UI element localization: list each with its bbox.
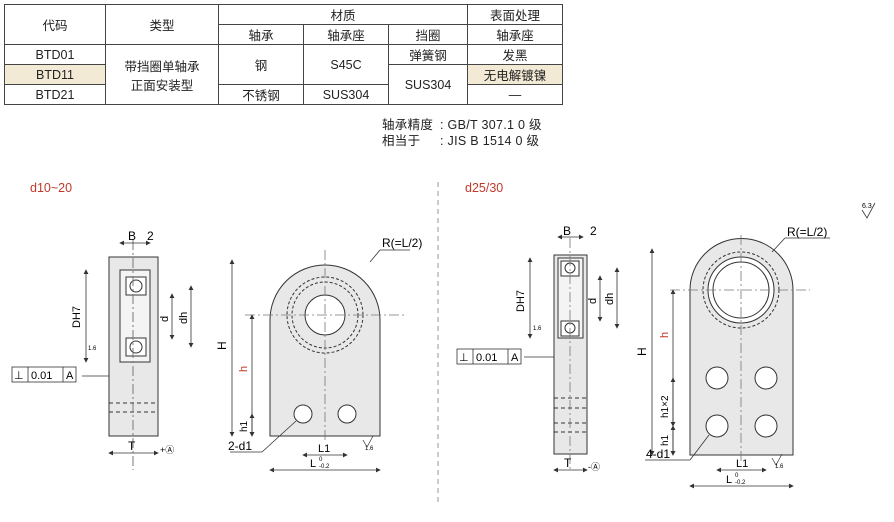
dim-h-left: h	[238, 366, 250, 372]
dim-dh-left: dh	[178, 312, 190, 324]
tol-L-lower-right: -0.2	[735, 480, 746, 486]
col-housing: 轴承座	[303, 24, 389, 45]
tol-L-lower-left: -0.2	[319, 464, 330, 470]
precision-note: 轴承精度 : GB/T 307.1 0 级	[382, 114, 542, 133]
precision-label: 轴承精度	[382, 118, 434, 132]
left-front-dims	[229, 249, 410, 473]
precision-value: : GB/T 307.1 0 级	[440, 118, 542, 132]
svg-text:1.6: 1.6	[775, 464, 784, 470]
col-retainer: 挡圈	[388, 24, 468, 45]
dim-H-right: H	[635, 347, 649, 356]
col-material: 材质	[218, 4, 468, 25]
tol-L-upper-right: 0	[735, 473, 739, 479]
dim-h1-right: h1	[660, 434, 671, 446]
type-cell: 带挡圈单轴承 正面安装型	[105, 44, 219, 105]
svg-text:A: A	[511, 352, 519, 364]
dim-T-right: T	[564, 456, 572, 470]
right-title: d25/30	[465, 181, 503, 195]
svg-text:A: A	[66, 370, 74, 382]
dim-dh-right: dh	[604, 293, 616, 305]
equiv-value: : JIS B 1514 0 级	[440, 134, 540, 148]
tol-L-upper-left: 0	[319, 457, 323, 463]
dim-h1x2-right: h1×2	[660, 395, 671, 418]
rough-16-right: 1.6	[533, 326, 542, 332]
right-front-view	[670, 235, 810, 462]
right-side-view	[553, 238, 588, 470]
code-cell: BTD21	[4, 84, 106, 105]
holes-left: 2-d1	[228, 439, 252, 453]
dim-DH7-right: DH7	[515, 290, 527, 312]
table-row: BTD21 不锈钢 SUS304 —	[4, 84, 563, 105]
left-front-view	[245, 250, 405, 440]
dim-2-right: 2	[590, 224, 597, 238]
surface-cell: —	[467, 84, 563, 105]
roughness-left-front: 1.6	[362, 435, 374, 452]
svg-text:6.3: 6.3	[862, 203, 872, 210]
svg-text:⊥: ⊥	[14, 370, 24, 382]
tolerance-frame-left: ⊥ 0.01 A	[11, 366, 77, 383]
col-code: 代码	[4, 4, 106, 45]
right-front-dims	[645, 237, 830, 489]
roughness-right-front: 1.6	[771, 453, 784, 470]
rough-16-left: 1.6	[88, 346, 97, 352]
dim-2-left: 2	[147, 229, 154, 243]
dim-d-right: d	[587, 298, 599, 304]
right-side-dims	[524, 234, 620, 473]
col-surface: 表面处理	[467, 4, 563, 25]
dim-H-left: H	[215, 341, 229, 350]
tolerance-frame-right: ⊥ 0.01 A	[456, 348, 522, 365]
left-side-view	[108, 240, 159, 470]
dim-L1-right: L1	[736, 458, 748, 470]
type-line-1: 带挡圈单轴承	[124, 59, 200, 74]
code-cell: BTD01	[4, 44, 106, 65]
datum-A-right: -Ⓐ	[588, 462, 600, 472]
retainer-cell: SUS304	[388, 64, 468, 105]
svg-text:0.01: 0.01	[31, 370, 52, 382]
dim-L-right: L	[726, 474, 732, 486]
left-side-dims	[82, 240, 194, 456]
col-bearing: 轴承	[218, 24, 304, 45]
bearing-cell: 不锈钢	[218, 84, 304, 105]
svg-text:1.6: 1.6	[365, 446, 374, 452]
holes-right: 4-d1	[646, 447, 670, 461]
table-row: BTD01 带挡圈单轴承 正面安装型 钢 S45C 弹簧钢 发黑	[4, 44, 563, 105]
type-line-2: 正面安装型	[130, 78, 194, 93]
left-title: d10~20	[30, 181, 72, 195]
housing-cell: SUS304	[303, 84, 389, 105]
dim-L1-left: L1	[318, 443, 330, 455]
housing-cell: S45C	[303, 44, 389, 85]
dim-d-left: d	[159, 316, 171, 322]
dim-DH7-left: DH7	[71, 306, 83, 328]
equiv-label: 相当于	[382, 134, 421, 148]
svg-text:0.01: 0.01	[476, 352, 497, 364]
equiv-note: 相当于 : JIS B 1514 0 级	[382, 130, 539, 149]
dim-B-left: B	[128, 229, 136, 243]
bearing-cell: 钢	[218, 44, 304, 85]
spec-table: 代码 类型 材质 表面处理 轴承 轴承座 挡圈 轴承座 BTD01 带挡圈单轴承…	[4, 4, 563, 105]
table-row: BTD11 SUS304 无电解镀镍	[4, 64, 563, 105]
dim-B-right: B	[563, 224, 571, 238]
dim-h1-left: h1	[239, 420, 250, 432]
dim-R-left: R(=L/2)	[382, 236, 422, 250]
dim-L-left: L	[310, 458, 316, 470]
svg-text:⊥: ⊥	[459, 352, 469, 364]
datum-A-left: +Ⓐ	[160, 445, 174, 455]
dim-R-right: R(=L/2)	[787, 225, 827, 239]
roughness-symbol: 6.3	[861, 202, 876, 219]
dim-h-right: h	[659, 332, 671, 338]
dim-T-left: T	[128, 439, 136, 453]
